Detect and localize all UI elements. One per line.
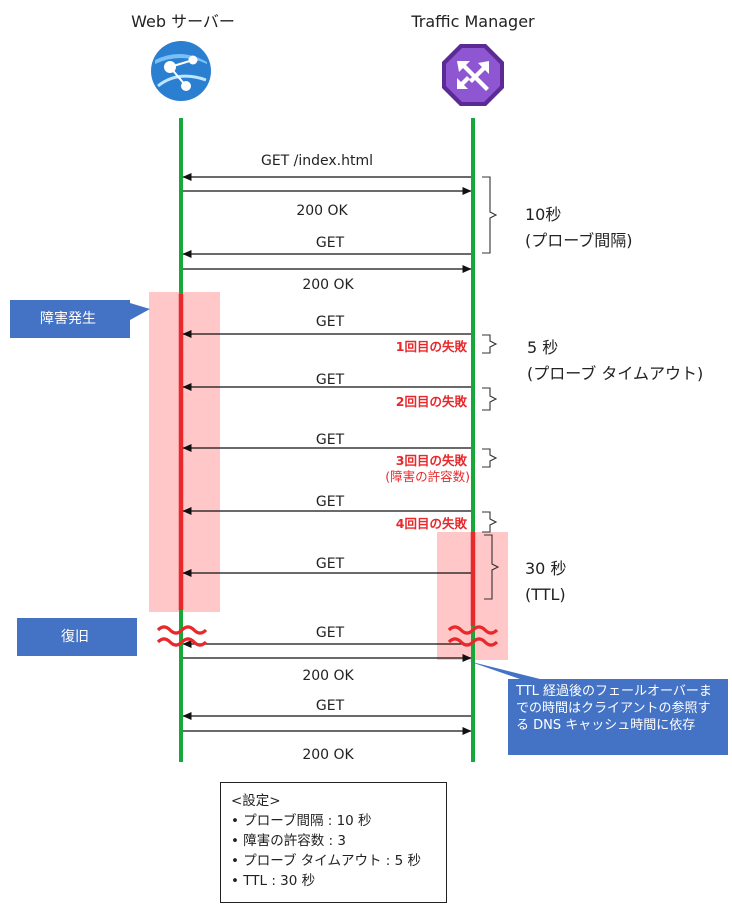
brace-timeout-3 [482, 448, 498, 468]
message-label: GET /index.html [261, 153, 373, 169]
settings-item: 障害の許容数 : 3 [231, 831, 436, 851]
brace-timeout-4 [482, 511, 498, 533]
message-label: GET [316, 494, 345, 510]
settings-box: <設定> プローブ間隔 : 10 秒 障害の許容数 : 3 プローブ タイムアウ… [220, 782, 447, 903]
settings-title: <設定> [231, 793, 281, 809]
probe-interval-value: 10秒 [525, 205, 561, 224]
failure-label: 3回目の失敗 [396, 453, 468, 468]
message-label: 200 OK [296, 203, 348, 219]
message-label: GET [316, 432, 345, 448]
settings-item: プローブ間隔 : 10 秒 [231, 811, 436, 831]
message-arrows [182, 173, 472, 735]
failure-label: 4回目の失敗 [396, 516, 468, 531]
probe-timeout-label: (プローブ タイムアウト) [527, 364, 703, 383]
message-label: GET [316, 698, 345, 714]
web-app-icon [151, 41, 211, 101]
callout-ttl-note: TTL 経過後のフェールオーバーまでの時間はクライアントの参照する DNS キャ… [508, 679, 728, 755]
actor-traffic-manager-label: Traffic Manager [410, 12, 535, 31]
callout-failure-pointer [130, 303, 150, 320]
break-mark-web [156, 625, 208, 647]
brace-timeout-2 [482, 387, 498, 411]
failure-zone-web [149, 292, 220, 612]
message-label: 200 OK [302, 668, 354, 684]
message-label: GET [316, 625, 345, 641]
failure-label: 2回目の失敗 [396, 394, 468, 409]
traffic-manager-icon [442, 44, 504, 106]
ttl-label: (TTL) [525, 585, 566, 604]
message-label: GET [316, 235, 345, 251]
settings-list: プローブ間隔 : 10 秒 障害の許容数 : 3 プローブ タイムアウト : 5… [231, 811, 436, 891]
probe-timeout-value: 5 秒 [527, 338, 558, 357]
actor-web-server-label: Web サーバー [131, 12, 235, 31]
failure-threshold-note: (障害の許容数) [385, 469, 470, 484]
message-label: 200 OK [302, 747, 354, 763]
callout-failure: 障害発生 [10, 300, 130, 338]
callout-ttl-pointer [468, 661, 540, 679]
ttl-value: 30 秒 [525, 559, 566, 578]
brace-ttl [484, 534, 500, 600]
brace-timeout-1 [482, 334, 498, 354]
callout-recovery: 復旧 [17, 618, 137, 656]
settings-item: TTL : 30 秒 [231, 871, 436, 891]
settings-item: プローブ タイムアウト : 5 秒 [231, 851, 436, 871]
message-label: GET [316, 556, 345, 572]
interval-braces [482, 176, 500, 600]
probe-interval-label: (プローブ間隔) [525, 231, 633, 250]
failure-label: 1回目の失敗 [396, 339, 468, 354]
break-mark-tm [447, 625, 499, 647]
message-label: 200 OK [302, 277, 354, 293]
brace-probe-interval [482, 176, 498, 254]
message-label: GET [316, 372, 345, 388]
message-label: GET [316, 314, 345, 330]
